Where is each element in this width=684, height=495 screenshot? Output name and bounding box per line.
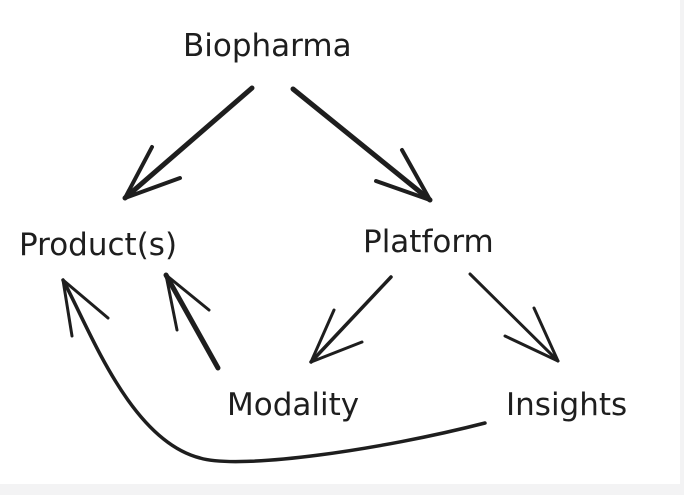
arrowhead-icon [309,308,364,364]
edge-platform-to-insights [468,272,560,363]
edge-line [61,278,487,464]
arrowhead-icon [123,145,182,200]
arrowhead-icon [503,306,560,363]
edge-line [163,272,221,371]
node-products: Product(s) [19,227,177,263]
arrowhead-icon [61,278,110,338]
node-insights: Insights [506,387,627,423]
edge-modality-to-products [163,272,221,371]
edge-biopharma-to-platform [290,86,433,203]
edge-line [468,272,560,363]
edge-line [122,85,255,201]
arrowhead-icon [164,273,211,332]
edge-line [309,275,393,364]
edge-insights-to-products [61,278,487,464]
edge-platform-to-modality [309,275,393,364]
edge-biopharma-to-products [122,85,255,201]
edge-line [290,86,433,203]
node-biopharma: Biopharma [183,28,352,64]
node-modality: Modality [227,387,359,423]
arrowhead-icon [374,148,432,202]
diagram-canvas: Biopharma Product(s) Platform Modality I… [0,0,680,484]
node-platform: Platform [363,224,494,260]
